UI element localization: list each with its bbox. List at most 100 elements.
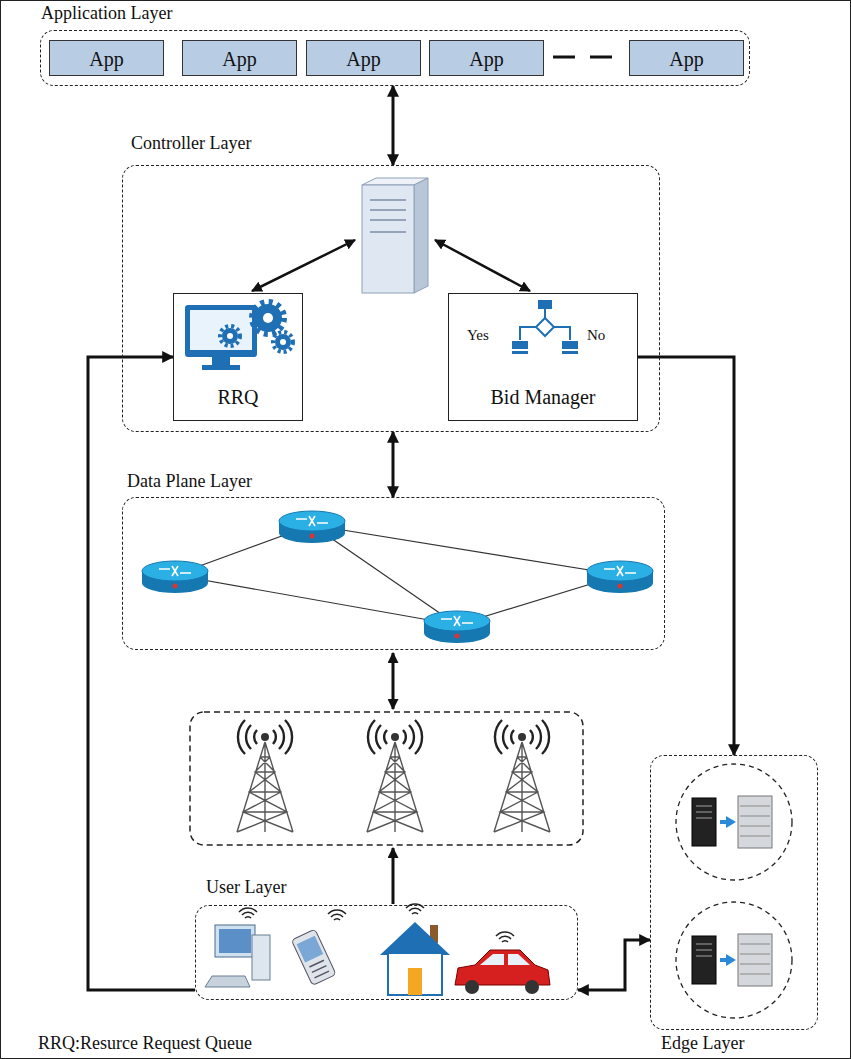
layer-band: Data Plane Layer [122,497,665,650]
computer-icon [252,935,270,980]
house-icon [380,922,450,955]
layer-arrow [392,848,395,904]
decision-icon [562,341,578,349]
controller-server [414,178,428,293]
decision-icon [538,300,552,309]
layer-heading: User Layer [206,878,286,898]
illustration-layer [692,934,772,986]
rrq-icon [220,326,240,346]
layer-band: Controller LayerRRQYesNoBid Manager [122,165,660,432]
house-icon [408,968,422,995]
phone-icon [291,929,336,985]
rrq-icon [185,302,293,370]
connector-arrow [392,86,395,165]
layer-band: Edge Layer [650,755,818,1030]
layer-heading: Application Layer [41,4,172,24]
decision-icon [536,318,554,336]
ellipsis-dashes [553,56,612,59]
rrq-icon [202,365,240,370]
phone-icon [291,929,336,985]
phone-icon [309,960,329,978]
illustration-layer [424,611,490,643]
connector-arrow [638,357,734,755]
box-label: App [346,48,380,70]
computer-icon [215,925,255,957]
illustration-layer [587,561,653,593]
connector-arrow [578,940,650,990]
bid-manager-box: Yes NoBid Manager [448,293,638,421]
box-label: App [669,48,703,70]
illustration-layer [692,796,772,848]
app-box: App [49,40,164,76]
computer-icon [219,929,251,953]
decision-icon [562,351,578,354]
car-icon [525,980,539,994]
rrq-icon [185,305,257,357]
rrq-icon [212,357,230,365]
layer-band: Application LayerAppAppAppAppApp [40,30,750,86]
box-label: App [89,48,123,70]
illustration-layer [239,908,257,918]
control-link [252,240,355,291]
car-icon [465,980,479,994]
car-icon [480,954,504,965]
decision-icon [520,309,570,340]
illustration-layer [279,511,345,543]
illustration-layer [496,932,514,942]
illustration-layer [328,910,346,920]
controller-server [362,178,428,293]
decision-icon [512,341,528,349]
connector-arrow [88,357,195,990]
illustration-layer [367,720,423,832]
computer-icon [205,976,250,987]
branch-label: Yes [467,327,489,344]
abbreviation-note: RRQ:Resurce Request Queue [38,1034,252,1054]
rrq-icon [273,332,293,352]
box-label: Bid Manager [491,386,596,408]
layer-heading: Edge Layer [661,1034,744,1054]
illustration-layer [142,561,208,593]
rrq-icon [280,339,286,345]
app-box: App [429,40,544,76]
car-icon [455,950,550,994]
rrq-icon [263,313,273,323]
rrq-icon [222,328,238,344]
layer-heading: Data Plane Layer [127,472,252,492]
rrq-icon [227,333,233,339]
decision-icon [512,300,578,354]
box-label: App [469,48,503,70]
car-icon [508,954,530,965]
car-icon [455,950,550,985]
network-link [175,525,620,625]
rrq-icon [190,310,252,350]
rrq-icon [275,334,291,350]
queue-box: RRQ [173,293,303,421]
controller-server [362,185,414,293]
app-box: App [629,40,744,76]
branch-label: No [587,327,605,344]
app-box: App [182,40,297,76]
rrq-icon [254,304,282,332]
app-box: App [306,40,421,76]
phone-icon [297,936,324,963]
house-icon [388,953,442,995]
house-icon [380,922,450,995]
box-label: App [222,48,256,70]
layer-band: User Layer [195,905,578,1000]
layer-heading: Controller Layer [131,134,251,154]
computer-icon [205,925,270,987]
control-link [435,240,530,291]
edge-cluster [676,764,792,880]
tower-band [190,712,583,845]
connector-arrow [392,432,395,497]
rrq-icon [252,302,284,334]
box-label: RRQ [217,386,258,408]
edge-cluster [676,902,792,1018]
illustration-layer [237,720,293,832]
controller-server [370,200,406,232]
